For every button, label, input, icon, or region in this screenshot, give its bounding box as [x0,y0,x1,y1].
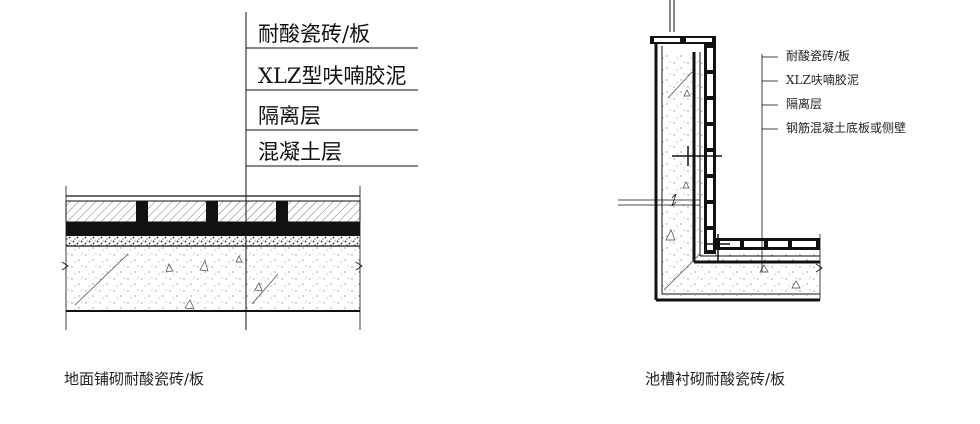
concrete-layer [66,247,360,311]
left-label-tile: 耐酸瓷砖/板 [258,22,371,46]
left-caption: 地面铺砌耐酸瓷砖/板 [64,370,205,388]
left-label-isolation: 隔离层 [258,104,321,128]
floor-section [61,12,418,330]
mortar-joint [206,201,218,222]
isolation-layer [66,236,360,246]
wall-tile-column [704,44,716,254]
right-caption: 池槽衬砌耐酸瓷砖/板 [645,370,786,388]
left-label-mortar: XLZ型呋喃胶泥 [258,64,407,88]
right-label-tile: 耐酸瓷砖/板 [786,49,851,63]
right-label-concrete: 钢筋混凝土底板或侧壁 [786,121,907,135]
mortar-bed-layer [66,222,360,236]
tank-concrete-body [662,52,820,296]
left-label-concrete: 混凝土层 [258,140,342,164]
mortar-joint [136,201,148,222]
mortar-joint [276,201,288,222]
right-label-mortar: XLZ呋喃胶泥 [786,73,859,87]
tank-section [618,0,823,302]
right-label-isolation: 隔离层 [786,97,823,111]
